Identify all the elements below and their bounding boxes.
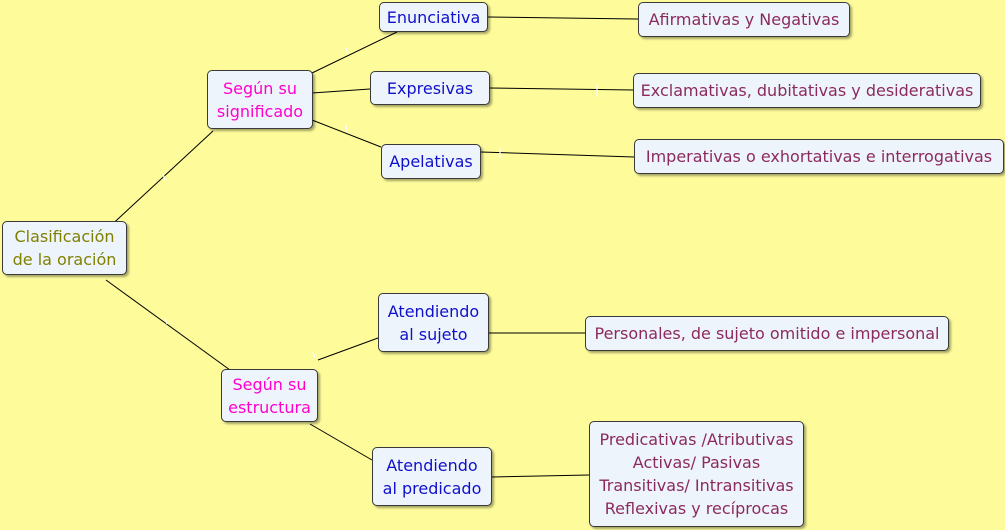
detail-expresivas[interactable]: Exclamativas, dubitativas y desiderativa… (633, 73, 981, 108)
sub-atendiendo-predicado[interactable]: Atendiendo al predicado (372, 447, 492, 506)
link-apelativas-detail (480, 151, 635, 158)
category-estructura[interactable]: Según su estructura (221, 369, 318, 422)
link-root-significado (105, 130, 214, 231)
link-tick-marks (162, 47, 598, 359)
link-estructura-predicado (309, 423, 373, 461)
link-root-estructura (105, 279, 231, 371)
detail-atendiendo-predicado[interactable]: Predicativas /Atributivas Activas/ Pasiv… (589, 421, 804, 527)
sub-atendiendo-sujeto[interactable]: Atendiendo al sujeto (378, 293, 489, 352)
sub-apelativas[interactable]: Apelativas (381, 144, 481, 179)
link-estructura-sujeto (317, 337, 379, 361)
sub-expresivas[interactable]: Expresivas (370, 71, 490, 105)
detail-atendiendo-sujeto[interactable]: Personales, de sujeto omitido e imperson… (585, 316, 949, 351)
link-enunciativa-detail (487, 16, 639, 20)
category-significado[interactable]: Según su significado (207, 70, 313, 129)
detail-apelativas[interactable]: Imperativas o exhortativas e interrogati… (634, 139, 1004, 174)
link-predicado-detail (491, 474, 590, 478)
link-significado-enunciativa (311, 31, 398, 74)
root-node[interactable]: Clasificación de la oración (2, 221, 127, 275)
link-significado-apelativas (311, 119, 382, 148)
link-significado-expresivas (311, 88, 371, 94)
detail-enunciativa[interactable]: Afirmativas y Negativas (638, 2, 850, 37)
link-expresivas-detail (489, 87, 634, 91)
sub-enunciativa[interactable]: Enunciativa (379, 2, 488, 32)
